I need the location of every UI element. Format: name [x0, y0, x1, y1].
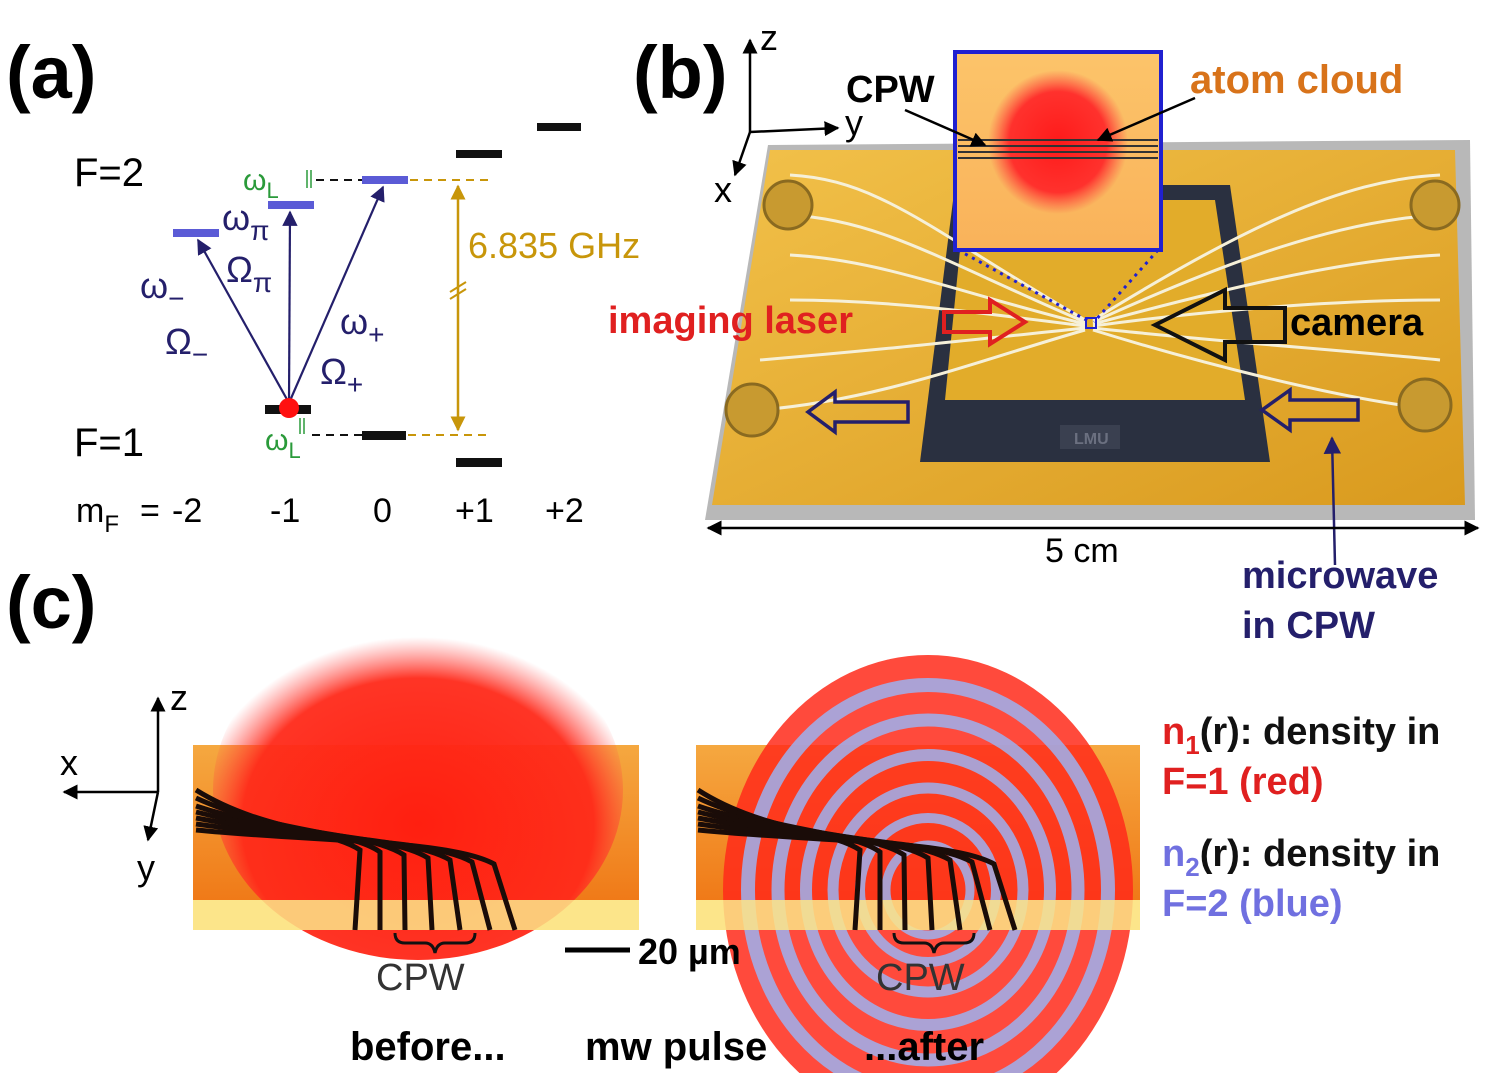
level-f2-m0: [362, 176, 408, 184]
axis-b-x: [732, 131, 752, 177]
panel-c-label: (c): [6, 561, 96, 644]
scale-label: 20 µm: [638, 931, 741, 972]
substrate-edge-before-overlay: [193, 900, 639, 930]
panel-c: (c) z x y: [6, 561, 1440, 1073]
mf-equals: =: [140, 492, 160, 530]
cpw-brace-after: [892, 932, 976, 954]
camera-label: camera: [1290, 302, 1424, 344]
level-upper-label: F=2: [74, 151, 144, 195]
level-lower-label: F=1: [74, 421, 144, 465]
panel-a-label: (a): [6, 31, 96, 114]
microwave-arrow-right: [1258, 386, 1360, 434]
inset-cpw-lines: [958, 139, 1158, 159]
rabi-pi-label: Ωπ: [226, 249, 272, 298]
axis-b-x-label: x: [714, 169, 732, 210]
axis-c-z-label: z: [170, 677, 188, 718]
splitting-label: 6.835 GHz: [468, 225, 640, 266]
cloud-before: [213, 620, 623, 960]
cpw-traces-before: [194, 787, 518, 931]
axis-b-y-label: y: [845, 102, 863, 143]
chip-logo: LMU: [1074, 431, 1109, 448]
mw-pulse-label: mw pulse: [585, 1025, 767, 1069]
transition-pi: [282, 210, 298, 404]
atom-cloud-pointer: [1096, 96, 1196, 142]
connectors: [724, 179, 1461, 438]
mf-value-0: -2: [172, 492, 202, 530]
size-label: 5 cm: [1045, 532, 1119, 570]
n2-legend-line2: F=2 (blue): [1162, 883, 1343, 925]
level-f1-m+1: [456, 458, 502, 467]
n1-legend-line2: F=1 (red): [1162, 761, 1324, 803]
n1-legend: n1(r): density in: [1162, 711, 1440, 760]
cpw-label-after: CPW: [876, 957, 965, 999]
imaging-laser-arrow: [942, 296, 1029, 348]
mf-value-3: +1: [455, 492, 494, 530]
inset-zoom-line-left: [957, 248, 1091, 324]
transition-plus: [287, 185, 385, 404]
panel-a: (a) F=2 F=1 6.835 GHz ωL ωL: [6, 31, 640, 538]
rabi-minus-label: Ω−: [165, 321, 208, 370]
chip-logo-box: [1060, 425, 1120, 449]
mf-value-4: +2: [545, 492, 584, 530]
transition-minus: [197, 238, 290, 404]
imaging-laser-label: imaging laser: [608, 300, 853, 342]
cpw-brace-before: [393, 932, 477, 954]
substrate-edge-after-overlay: [696, 900, 1140, 930]
cpw-label-b: CPW: [846, 69, 935, 111]
microwave-arrow-left: [805, 388, 910, 436]
after-label: ...after: [864, 1025, 984, 1069]
zoom-region: [1085, 317, 1097, 329]
omega-pi-label: ωπ: [222, 197, 269, 246]
axis-break-1: [449, 281, 467, 293]
level-f2-m+2: [537, 123, 581, 131]
axis-c-x-label: x: [60, 742, 78, 783]
before-label: before...: [350, 1025, 506, 1069]
inset-atom-cloud: [988, 70, 1128, 214]
level-f2-m-2: [173, 229, 219, 237]
mf-value-1: -1: [270, 492, 300, 530]
microwave-label-1: microwave: [1242, 555, 1438, 597]
level-f2-m-1: [268, 201, 314, 209]
cpw-label-before: CPW: [376, 957, 465, 999]
microwave-label-2: in CPW: [1242, 605, 1375, 647]
omega-plus-label: ω+: [340, 301, 384, 350]
inset-zoom-line-right: [1092, 249, 1160, 323]
mf-label: mF: [76, 492, 119, 538]
camera-arrow: [1150, 286, 1287, 364]
wire-traces: [759, 173, 1441, 412]
axis-b-z-label: z: [760, 17, 778, 58]
level-f2-m+1: [456, 150, 502, 158]
axis-break-2: [449, 288, 467, 300]
rabi-plus-label: Ω+: [320, 351, 363, 400]
atom-dot: [279, 398, 299, 418]
axis-c-y-label: y: [137, 847, 155, 888]
panel-b-label: (b): [633, 31, 728, 114]
n2-legend: n2(r): density in: [1162, 833, 1440, 882]
axis-b-y: [749, 121, 840, 137]
omega-l-upper: ωL: [243, 164, 279, 203]
microwave-pointer: [1323, 436, 1342, 566]
axis-c-y: [143, 791, 160, 842]
level-f1-m0: [362, 431, 406, 440]
panel-b: (b) z y x LMU: [608, 17, 1480, 647]
cpw-traces-after: [696, 787, 1018, 931]
atom-cloud-label: atom cloud: [1190, 58, 1403, 102]
cpw-pointer: [904, 108, 987, 147]
mf-value-2: 0: [373, 492, 392, 530]
omega-l-lower: ωL: [265, 424, 301, 463]
omega-minus-label: ω−: [140, 265, 184, 314]
